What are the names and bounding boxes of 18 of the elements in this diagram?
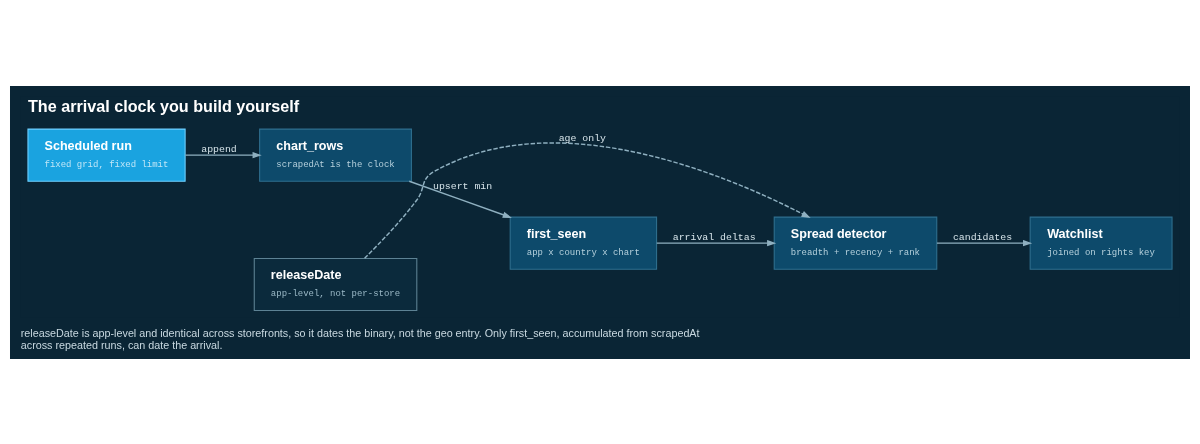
node-box: Spread detector breadth + recency + rank (773, 216, 938, 270)
edge-label: append (201, 143, 237, 155)
node-box: Scheduled run fixed grid, fixed limit (27, 128, 186, 182)
arrow (936, 239, 1033, 246)
arrow (408, 180, 512, 218)
edge-label: candidates (952, 231, 1013, 243)
arrow (363, 141, 811, 259)
edge-label: upsert min (432, 180, 493, 192)
arrow (656, 239, 777, 246)
diagram-title: The arrival clock you build yourself (27, 96, 300, 115)
caption: releaseDate is app-level and identical across storefronts, so it dates the binary, not the geo entry. Only first_seen, accumulated from scrapedAt across repeated runs, can date the arrival. (20, 326, 700, 351)
node-box: chart_rows scrapedAt is the clock (259, 128, 412, 182)
node-box: first_seen app x country x chart (509, 216, 658, 270)
arrow (184, 151, 262, 158)
node-box: Watchlist joined on rights key (1029, 216, 1173, 270)
edge-label: arrival deltas (672, 231, 756, 243)
node-box: releaseDate app-level, not per-store (253, 257, 418, 311)
edge-label: age only (558, 132, 607, 144)
